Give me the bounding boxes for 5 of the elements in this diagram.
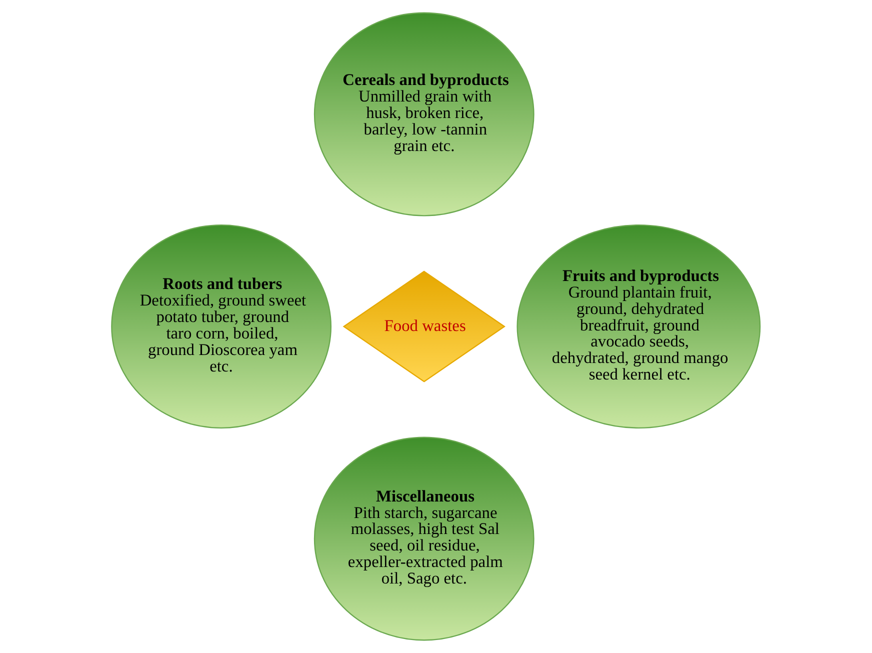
node-circle: Cereals and byproducts Unmilled grain with husk, broken rice, barley, low -tannin grain etc. xyxy=(314,12,534,216)
node-circle: Roots and tubers Detoxified, ground sweet potato tuber, ground taro corn, boiled, ground Dioscorea yam etc. xyxy=(111,224,332,428)
node-circle: Miscellaneous Pith starch, sugarcane molasses, high test Sal seed, oil residue, expeller-extracted palm oil, Sago etc. xyxy=(314,436,534,641)
node-diamond: Food wastes xyxy=(342,270,506,382)
node-ellipse: Fruits and byproducts Ground plantain fruit, ground, dehydrated breadfruit, ground avocado seeds, dehydrated, ground mango seed kernel etc. xyxy=(516,224,761,428)
